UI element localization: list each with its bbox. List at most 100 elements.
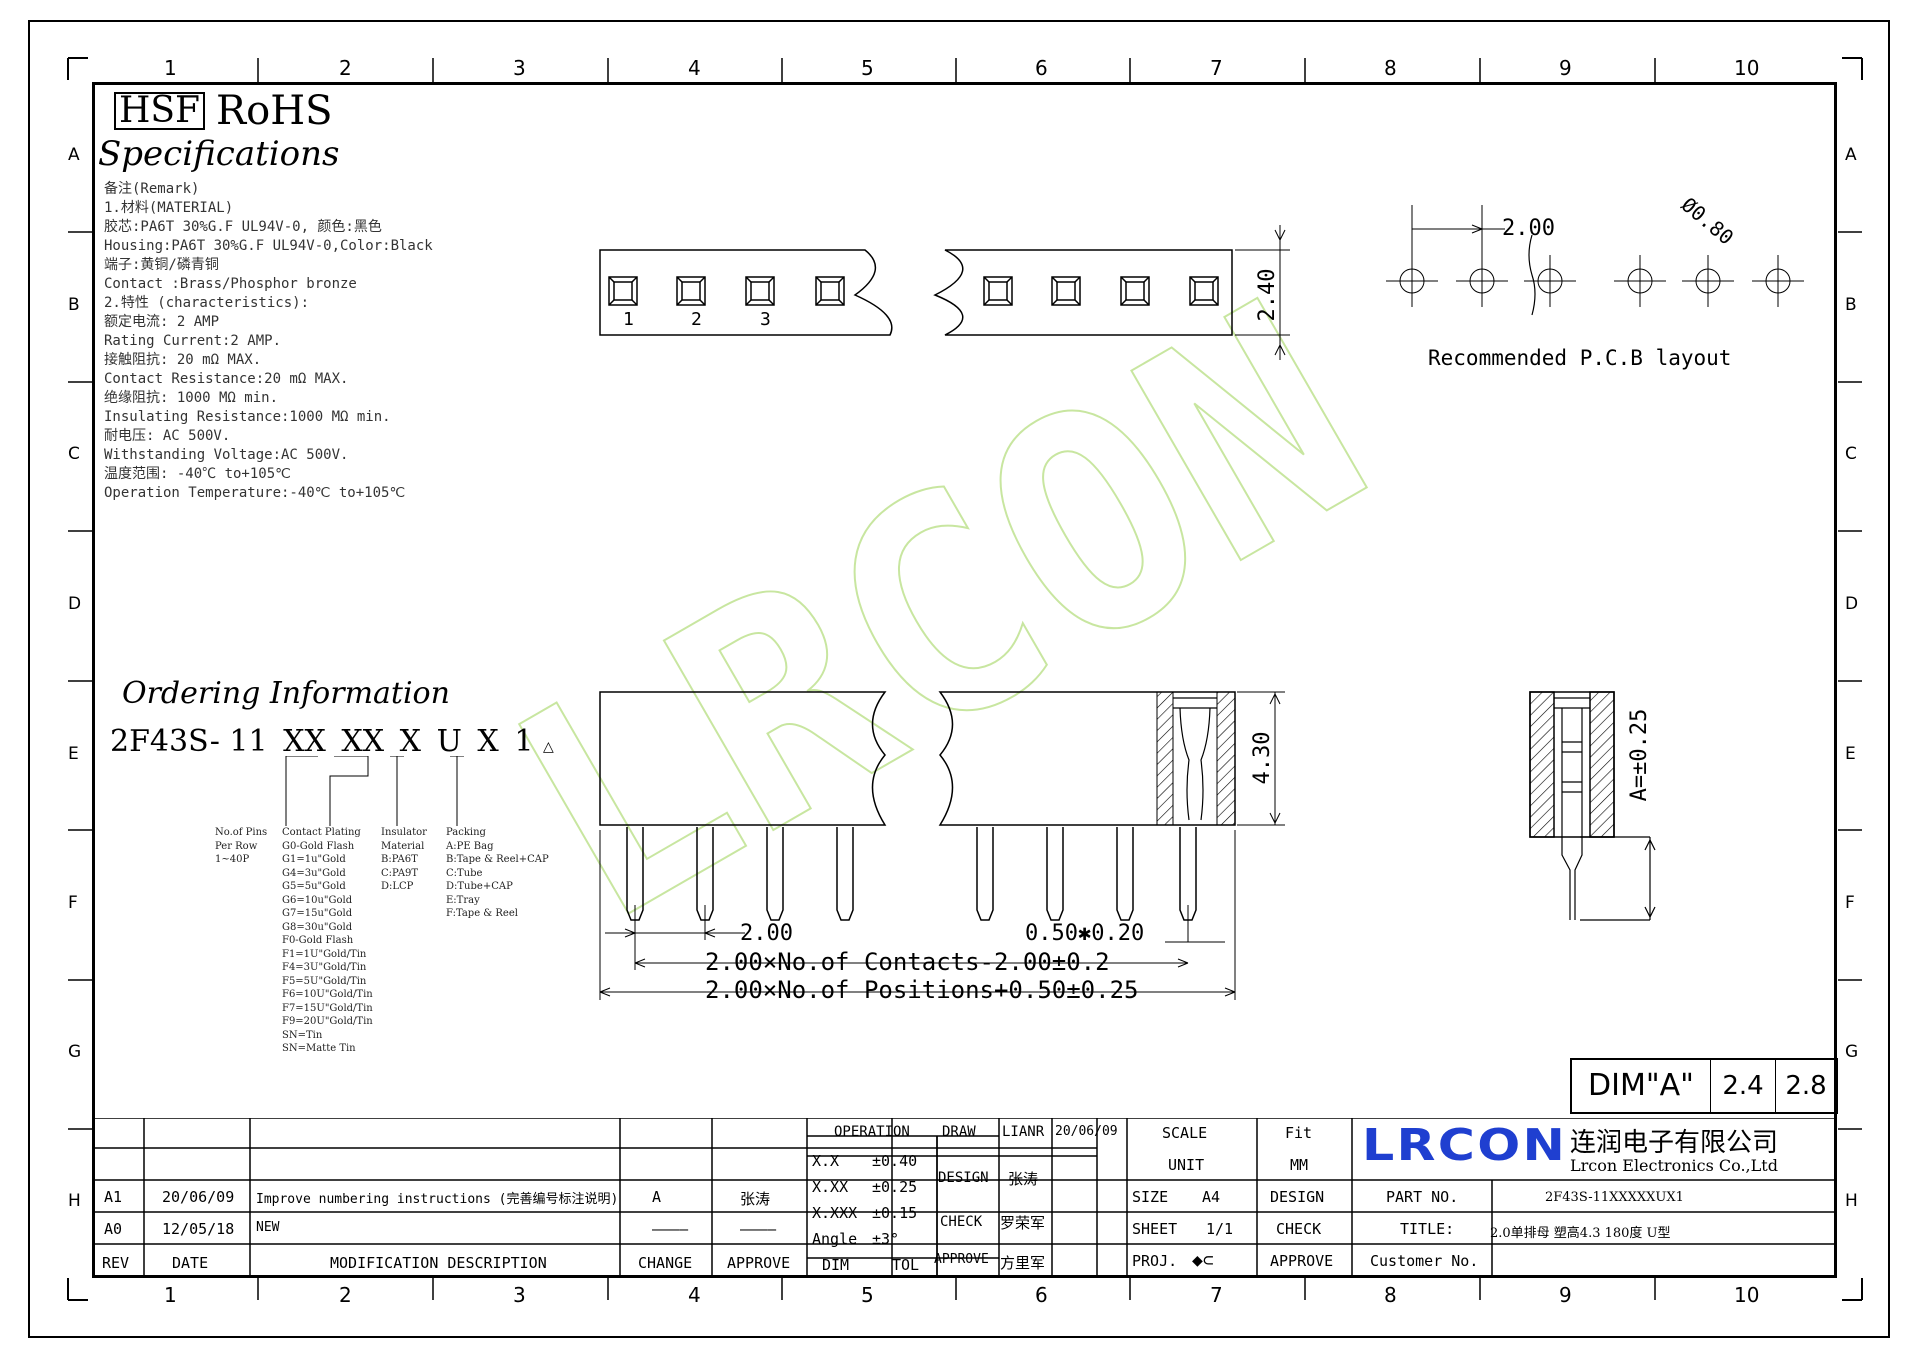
tolerance-dim: Angle (812, 1230, 858, 1248)
contact-tail (1046, 827, 1064, 921)
zone-column-label: 5 (861, 56, 874, 80)
zone-column-label: 4 (688, 56, 701, 80)
side-view-drawing: A=±0.25 (1529, 691, 1656, 921)
zone-column-label: 7 (1210, 56, 1223, 80)
revision-id: A0 (104, 1220, 123, 1238)
zone-column-label: 7 (1210, 1283, 1223, 1307)
revision-change: ———— (652, 1220, 689, 1238)
ordering-option: No.of Pins (215, 827, 268, 838)
unit-value: MM (1290, 1156, 1309, 1174)
draw-date: 20/06/09 (1055, 1124, 1118, 1139)
spec-line: 耐电压: AC 500V. (104, 428, 231, 444)
ordering-option: G4=3u"Gold (282, 867, 346, 879)
contact-cavity (745, 276, 775, 306)
zone-row-label: A (68, 145, 80, 165)
approve-name: 方里军 (1000, 1254, 1046, 1272)
specifications-list: 备注(Remark)1.材料(MATERIAL)胶芯:PA6T 30%G.F U… (104, 180, 433, 503)
zone-row-label: H (1845, 1191, 1858, 1211)
spec-line: Insulating Resistance:1000 MΩ min. (104, 409, 391, 425)
code-insulator: X (399, 724, 422, 759)
zone-column-label: 1 (164, 56, 177, 80)
ordering-option: G1=1u"Gold (282, 854, 346, 865)
zone-column-label: 1 (164, 1283, 177, 1307)
zone-row-label: G (1845, 1042, 1859, 1062)
ordering-option: G7=15u"Gold (282, 908, 353, 919)
spec-line: Withstanding Voltage:AC 500V. (104, 447, 349, 463)
ordering-option: D:LCP (381, 881, 414, 892)
spec-line: 温度范围: -40℃ to+105℃ (104, 466, 291, 482)
ordering-option: G6=10u"Gold (282, 894, 353, 906)
code-packing: X (477, 724, 499, 759)
ordering-option: F7=15U"Gold/Tin (282, 1002, 373, 1014)
zone-row-label: C (1845, 444, 1857, 464)
part-no-label: PART NO. (1386, 1188, 1459, 1206)
rev-triangle-icon: △ (542, 739, 554, 755)
zone-column-label: 2 (339, 1283, 352, 1307)
ordering-option: G5=5u"Gold (282, 881, 346, 892)
spec-line: Operation Temperature:-40℃ to+105℃ (104, 485, 406, 501)
revision-description: NEW (256, 1220, 280, 1235)
contact-cavity (815, 276, 845, 306)
header-change: CHANGE (638, 1254, 693, 1272)
unit-label: UNIT (1168, 1156, 1205, 1174)
pin-label-1: 1 (623, 309, 634, 330)
ordering-option: 1~40P (215, 854, 250, 865)
revision-id: A1 (104, 1188, 123, 1206)
spec-line: Housing:PA6T 30%G.F UL94V-0,Color:Black (104, 238, 433, 254)
spec-line: 胶芯:PA6T 30%G.F UL94V-0, 颜色:黑色 (104, 219, 382, 235)
revision-date: 20/06/09 (162, 1188, 235, 1206)
zone-row-label: F (1845, 893, 1855, 913)
code-plating: XX (341, 724, 385, 759)
dim-a-value-1: 2.4 (1711, 1060, 1776, 1112)
zone-column-label: 3 (513, 56, 526, 80)
title-value: 2.0单排母 塑高4.3 180度 U型 (1490, 1226, 1671, 1241)
contact-tail (1116, 827, 1134, 921)
tolerance-value: ±0.40 (872, 1152, 918, 1170)
pcb-hole-dim: Ø0.80 (1677, 195, 1739, 250)
revision-change: A (652, 1188, 662, 1206)
part-no-value: 2F43S-11XXXXXUX1 (1545, 1190, 1684, 1205)
zone-column-label: 3 (513, 1283, 526, 1307)
pcb-hole (1456, 255, 1508, 307)
contact-tail (766, 827, 784, 921)
zone-row-label: H (68, 1191, 81, 1211)
pin-label-2: 2 (691, 309, 702, 330)
zone-row-label: D (68, 594, 82, 614)
zone-row-label: C (68, 444, 80, 464)
pcb-hole (1752, 255, 1804, 307)
spec-line: Contact Resistance:20 mΩ MAX. (104, 371, 349, 387)
zone-column-label: 5 (861, 1283, 874, 1307)
title-block-grid (92, 1118, 1837, 1278)
scale-value: Fit (1285, 1124, 1313, 1142)
ordering-option: Contact Plating (282, 827, 361, 838)
side-dim-a: A=±0.25 (1627, 709, 1652, 802)
ordering-option: C:PA9T (381, 867, 419, 879)
zone-row-label: F (68, 893, 78, 913)
dim-a-label: DIM"A" (1572, 1060, 1711, 1112)
tolerance-dim: X.XXX (812, 1204, 858, 1222)
pcb-pitch: 2.00 (1502, 216, 1555, 241)
zone-column-label: 10 (1734, 1283, 1760, 1307)
zone-row-label: D (1845, 594, 1859, 614)
zone-column-label: 4 (688, 1283, 701, 1307)
projection-label: PROJ. (1132, 1252, 1178, 1270)
zone-column-label: 10 (1734, 56, 1760, 80)
size-value: A4 (1202, 1188, 1221, 1206)
ordering-option: C:Tube (446, 867, 483, 879)
projection-symbol-icon: ◆⊂ (1192, 1250, 1214, 1271)
header-rev: REV (102, 1254, 130, 1272)
zone-column-label: 6 (1035, 1283, 1048, 1307)
ordering-option: Per Row (215, 840, 258, 852)
contact-cavity (983, 276, 1013, 306)
company-name-cn: 连润电子有限公司 (1570, 1128, 1779, 1158)
approve-label: APPROVE (934, 1252, 989, 1267)
ordering-option: F:Tape & Reel (446, 908, 518, 919)
pcb-caption: Recommended P.C.B layout (1428, 346, 1731, 370)
pin-label-3: 3 (760, 309, 771, 330)
draw-name: LIANR (1002, 1124, 1045, 1140)
pcb-hole (1524, 255, 1576, 307)
